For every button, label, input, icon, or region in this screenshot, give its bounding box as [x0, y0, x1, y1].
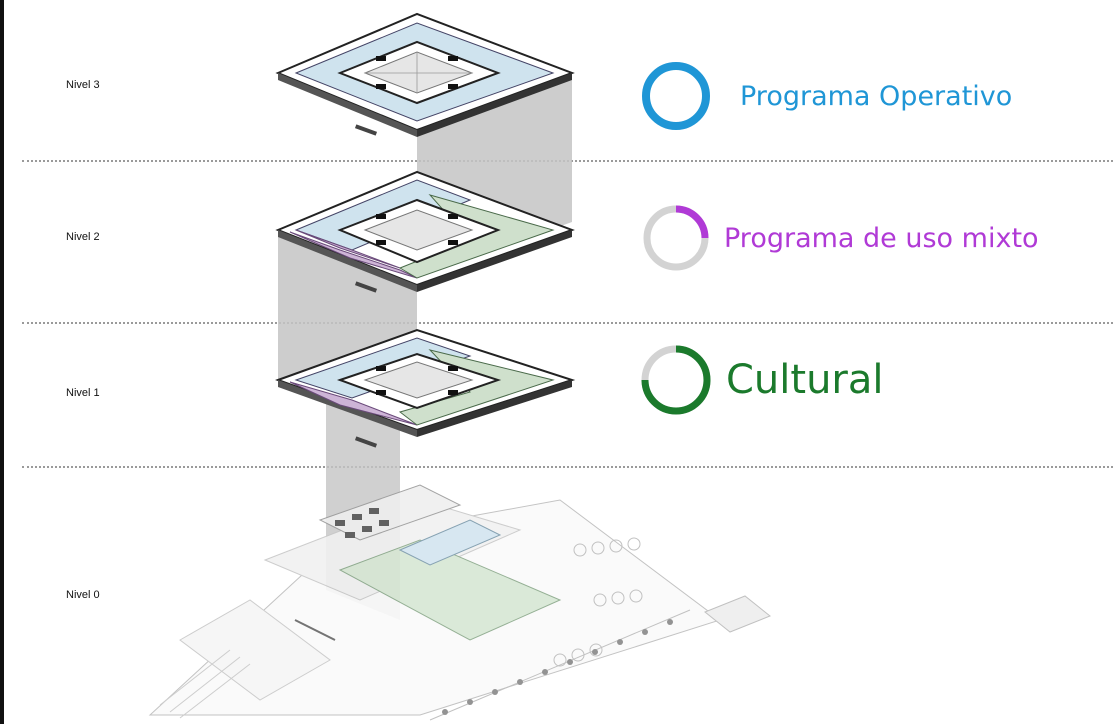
legend-item-cultural: Cultural	[636, 340, 884, 420]
level-label-2: Nivel 2	[66, 231, 100, 243]
legend-item-mixto: Programa de uso mixto	[636, 200, 1039, 276]
ring-icon-half	[641, 345, 711, 415]
level-separator-2-1	[22, 322, 1113, 324]
floor-plate-level-3	[275, 12, 575, 137]
level-separator-1-0	[22, 466, 1113, 468]
ring-icon-partial	[643, 205, 709, 271]
legend-label-mixto: Programa de uso mixto	[724, 222, 1039, 254]
left-edge-border	[0, 0, 4, 724]
floor-plate-level-1	[275, 328, 576, 448]
level-label-1: Nivel 1	[66, 387, 100, 399]
ring-icon-full	[642, 62, 710, 130]
site-plan-level-0	[148, 484, 771, 721]
floor-plate-level-2	[275, 170, 575, 293]
legend-item-operativo: Programa Operativo	[636, 56, 1012, 136]
level-label-3: Nivel 3	[66, 79, 100, 91]
level-label-0: Nivel 0	[66, 589, 100, 601]
legend-label-cultural: Cultural	[726, 357, 884, 403]
legend-label-operativo: Programa Operativo	[740, 80, 1013, 112]
